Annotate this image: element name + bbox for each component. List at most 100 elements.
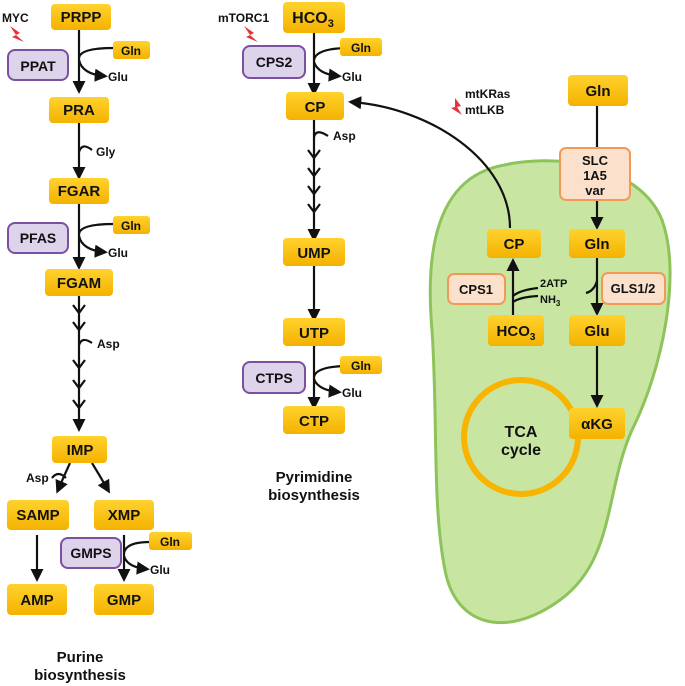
myc-label: MYC: [2, 11, 29, 25]
glu-mito-box: [569, 315, 625, 346]
nh3-label: NH3: [540, 294, 561, 308]
pyr-tick-1: [307, 149, 321, 160]
branch-pfas-glu: [77, 235, 108, 258]
purine-title-1: Purine: [57, 649, 104, 666]
amp-box: [7, 584, 67, 615]
cps1-box: [447, 273, 506, 305]
cps1-label: CPS1: [459, 282, 493, 297]
amp-label: AMP: [20, 592, 53, 609]
xmp-box: [94, 500, 154, 530]
step-tick-4: [72, 399, 86, 410]
cp-mito-box: [487, 229, 541, 258]
enzyme-boxes: [7, 45, 666, 569]
step-tick-2: [72, 359, 86, 370]
branch-gmps-gln: [122, 540, 151, 554]
ctp-label: CTP: [299, 413, 329, 430]
cps2-glu-label: Glu: [342, 70, 362, 84]
ctps-box: [242, 361, 306, 394]
slc-label-3: var: [585, 183, 605, 198]
ump-box: [283, 238, 345, 266]
pra-label: PRA: [63, 102, 95, 119]
pyrimidine-title-2: biosynthesis: [268, 487, 360, 504]
metabolite-boxes: [7, 2, 628, 615]
branch-ppat-glu: [77, 59, 108, 82]
pra-box: [49, 97, 109, 123]
pfas-gln-box: [113, 216, 150, 234]
step-tick-5: [72, 304, 86, 315]
mitochondrion: TCA cycle: [428, 159, 672, 624]
utp-box: [283, 318, 345, 346]
gmps-gln-label: Gln: [160, 535, 180, 549]
gmps-glu-label: Glu: [150, 563, 170, 577]
gmps-box: [60, 537, 122, 569]
mtkras-label: mtKRas: [465, 87, 511, 101]
hco3-box: [283, 2, 345, 33]
step-tick-1: [72, 321, 86, 332]
cps2-gln-label: Gln: [351, 41, 371, 55]
tca-label-line2: cycle: [501, 442, 541, 459]
branch-cps1-atp: [512, 286, 539, 297]
fgam-label: FGAM: [57, 275, 101, 292]
glu-mito-label: Glu: [585, 323, 610, 340]
branch-pfas-gln: [77, 222, 115, 235]
hco3-label: HCO3: [292, 10, 334, 30]
step-tick-3: [72, 379, 86, 390]
gln-mito-label: Gln: [585, 236, 610, 253]
prpp-label: PRPP: [61, 9, 102, 26]
gmps-gln-box: [149, 532, 192, 550]
branch-cps2-glu: [312, 61, 342, 82]
mtorc1-label: mTORC1: [218, 11, 269, 25]
branch-asp-2: [51, 472, 67, 479]
gmp-label: GMP: [107, 592, 141, 609]
ctps-glu-label: Glu: [342, 386, 362, 400]
branch-asp-pyr: [312, 131, 329, 138]
samp-label: SAMP: [16, 507, 59, 524]
myc-bolt-icon: [10, 26, 24, 42]
imp-box: [52, 436, 107, 463]
slc-label-2: 1A5: [583, 168, 607, 183]
fgam-box: [45, 269, 113, 296]
purine-title-2: biosynthesis: [34, 667, 126, 684]
labels: MYC PRPP PPAT Gln Glu PRA Gly FGAR PFAS …: [2, 9, 655, 684]
cp-box: [286, 92, 344, 120]
pyrimidine-title-1: Pyrimidine: [276, 469, 353, 486]
hco3-mito-box: [488, 315, 544, 346]
ctps-gln-label: Gln: [351, 359, 371, 373]
branch-gly: [77, 145, 93, 153]
mitochondrion-outer-membrane: [428, 159, 672, 624]
cps2-box: [242, 45, 306, 79]
gln-top-label: Gln: [586, 83, 611, 100]
arrow-cp-export: [348, 96, 512, 229]
mtorc1-bolt-icon: [244, 26, 258, 42]
atp-label: 2ATP: [540, 278, 567, 290]
ump-label: UMP: [297, 245, 330, 262]
tca-label-line1: TCA: [505, 424, 538, 441]
ppat-gln-box: [113, 41, 150, 59]
cp-mito-label: CP: [504, 236, 525, 253]
gly-label: Gly: [96, 145, 116, 159]
kras-bolt-icon: [451, 98, 462, 115]
ppat-box: [7, 49, 69, 81]
gls-box: [601, 272, 666, 305]
branch-ctps-glu: [312, 378, 342, 398]
pfas-glu-label: Glu: [108, 246, 128, 260]
asp-label-2: Asp: [26, 471, 49, 485]
utp-label: UTP: [299, 325, 329, 342]
gln-top-box: [568, 75, 628, 106]
akg-box: [569, 408, 625, 439]
pathway-connectors: [30, 28, 604, 582]
branch-gls-nh3: [585, 280, 599, 295]
prpp-box: [51, 4, 111, 30]
signal-bolts: [10, 26, 462, 115]
hco3-mito-label: HCO3: [497, 323, 536, 343]
cp-label: CP: [305, 99, 326, 116]
mtlkb-label: mtLKB: [465, 103, 505, 117]
fgar-label: FGAR: [58, 183, 101, 200]
pfas-gln-label: Gln: [121, 219, 141, 233]
arrow-imp-xmp: [91, 462, 110, 494]
branch-cps1-nh3: [512, 294, 539, 303]
cps2-gln-box: [340, 38, 382, 56]
asp-label-1: Asp: [97, 337, 120, 351]
akg-label: αKG: [581, 416, 613, 433]
